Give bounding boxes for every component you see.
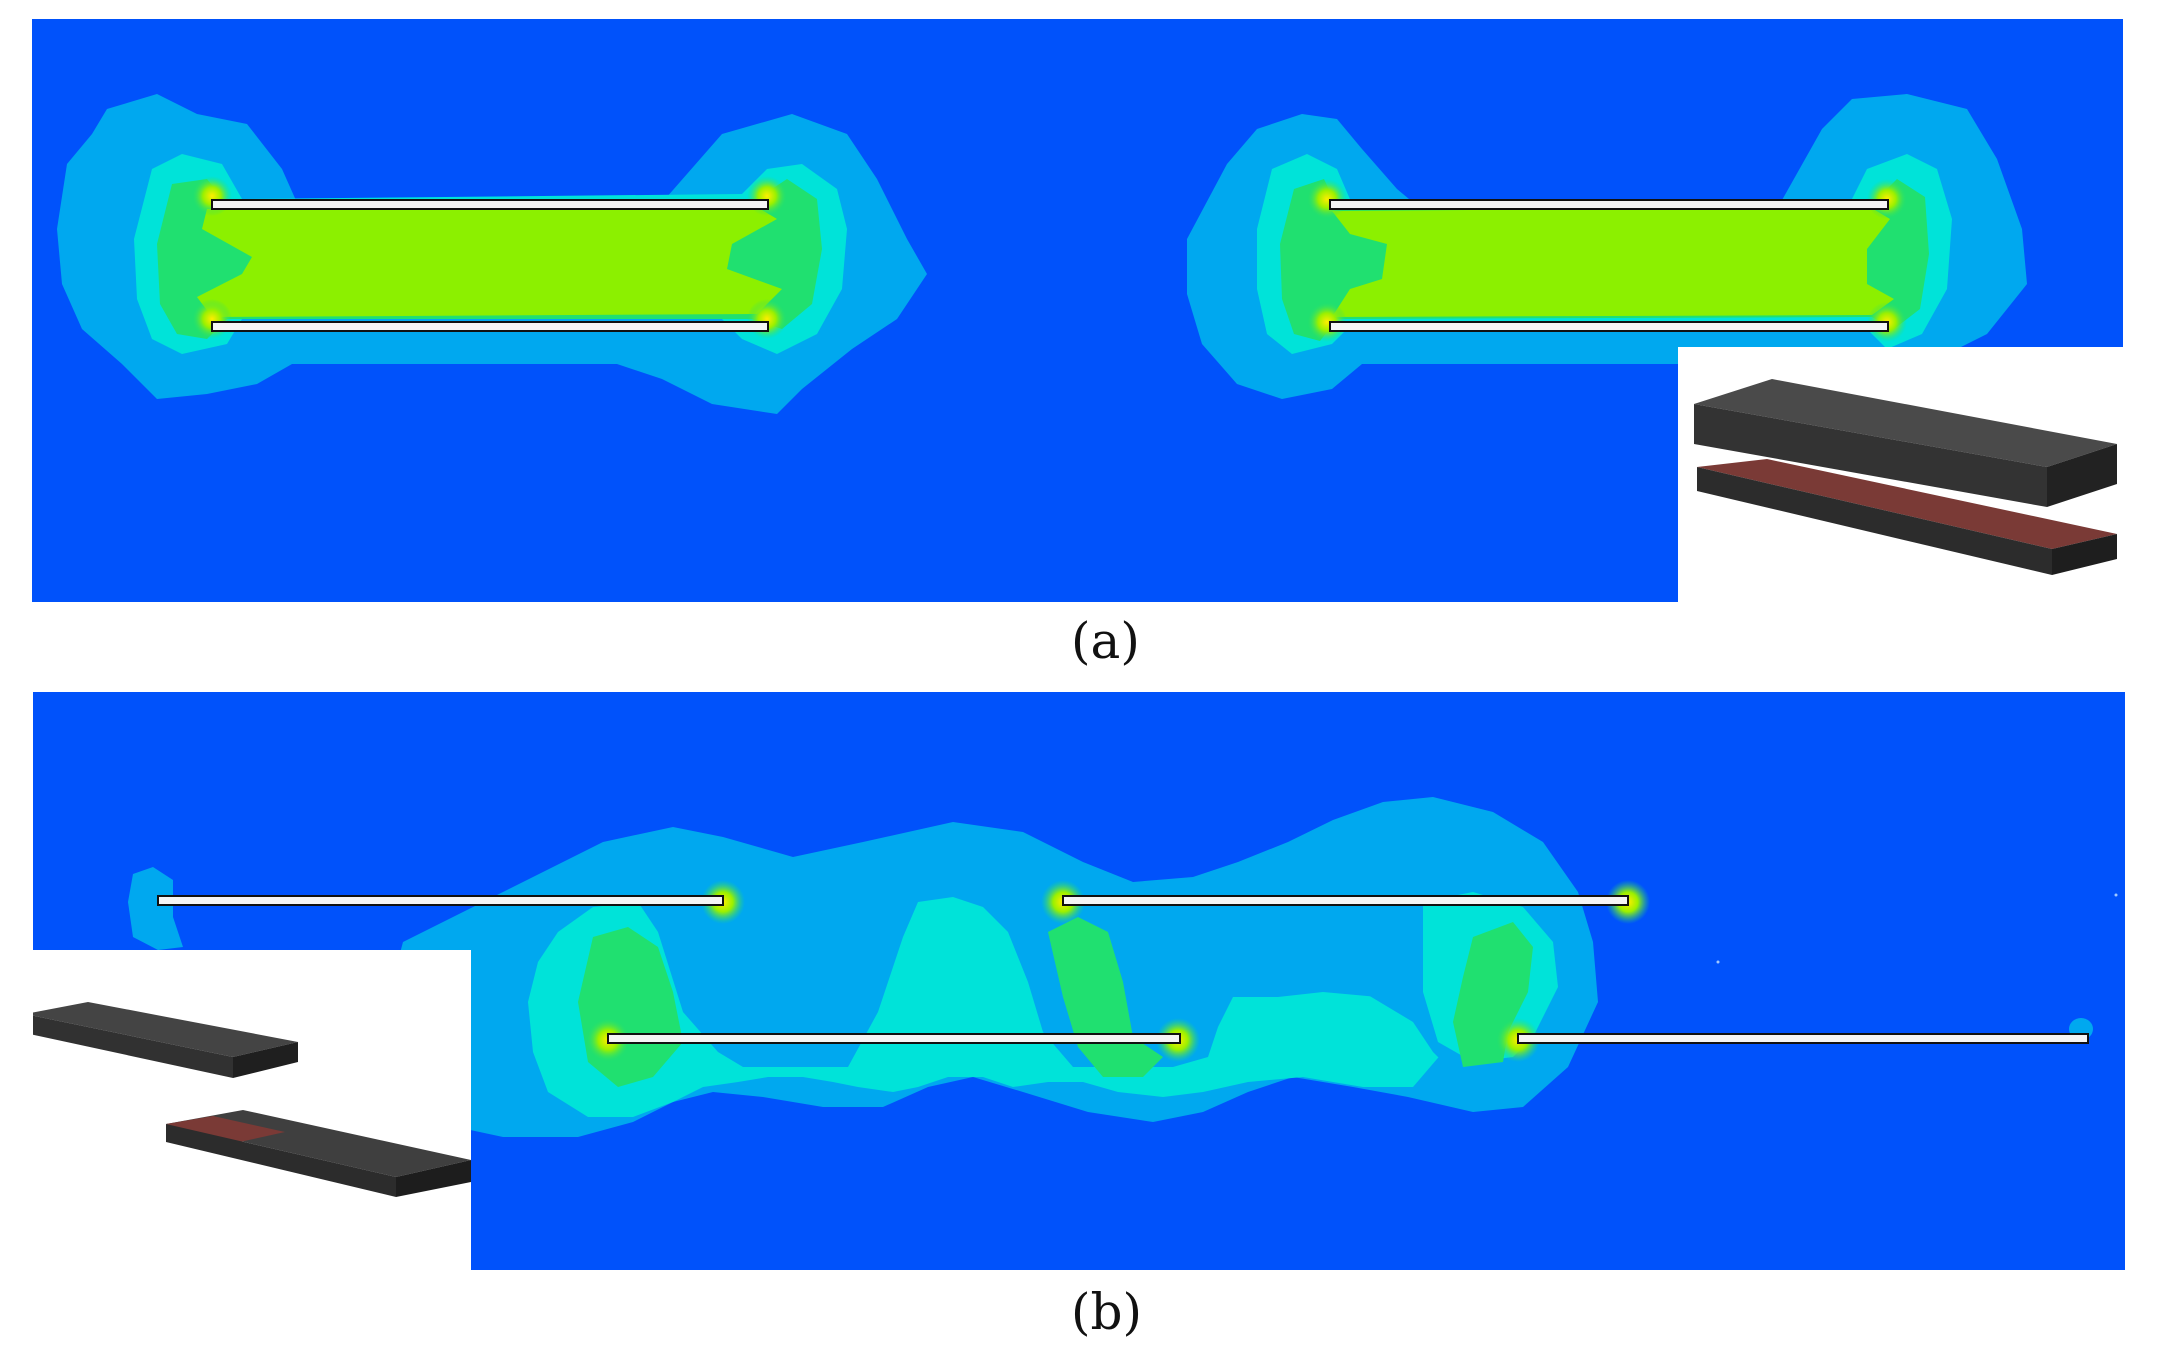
panel-a-field-plot	[32, 19, 2123, 602]
contour-level-4	[197, 207, 782, 317]
contour-level-1	[128, 867, 183, 950]
electrode-bottom	[211, 321, 769, 332]
caption-a: (a)	[1071, 612, 1140, 670]
hotspot	[192, 299, 232, 339]
stacked-plates-icon	[1678, 347, 2123, 602]
electrode-top	[1329, 199, 1889, 210]
electrode-top	[211, 199, 769, 210]
speck	[1716, 960, 1720, 964]
electrode	[607, 1033, 1181, 1044]
panel-b-field-plot	[33, 692, 2125, 1270]
caption-b: (b)	[1071, 1283, 1143, 1341]
contour-left-pair	[57, 94, 927, 414]
hotspot	[747, 299, 787, 339]
panel-b-svg	[33, 692, 2125, 1270]
electrode-bottom	[1329, 321, 1889, 332]
offset-plates-icon	[33, 950, 471, 1270]
contour-level-3	[1453, 922, 1533, 1067]
panel-a-svg	[32, 19, 2123, 602]
speck	[2114, 893, 2118, 897]
electrode	[1062, 895, 1629, 906]
electrode	[1517, 1033, 2089, 1044]
contour-right-pair	[1187, 94, 2027, 399]
electrode	[157, 895, 724, 906]
contour-level-2	[528, 897, 1443, 1117]
contour-level-4	[1332, 207, 1894, 317]
